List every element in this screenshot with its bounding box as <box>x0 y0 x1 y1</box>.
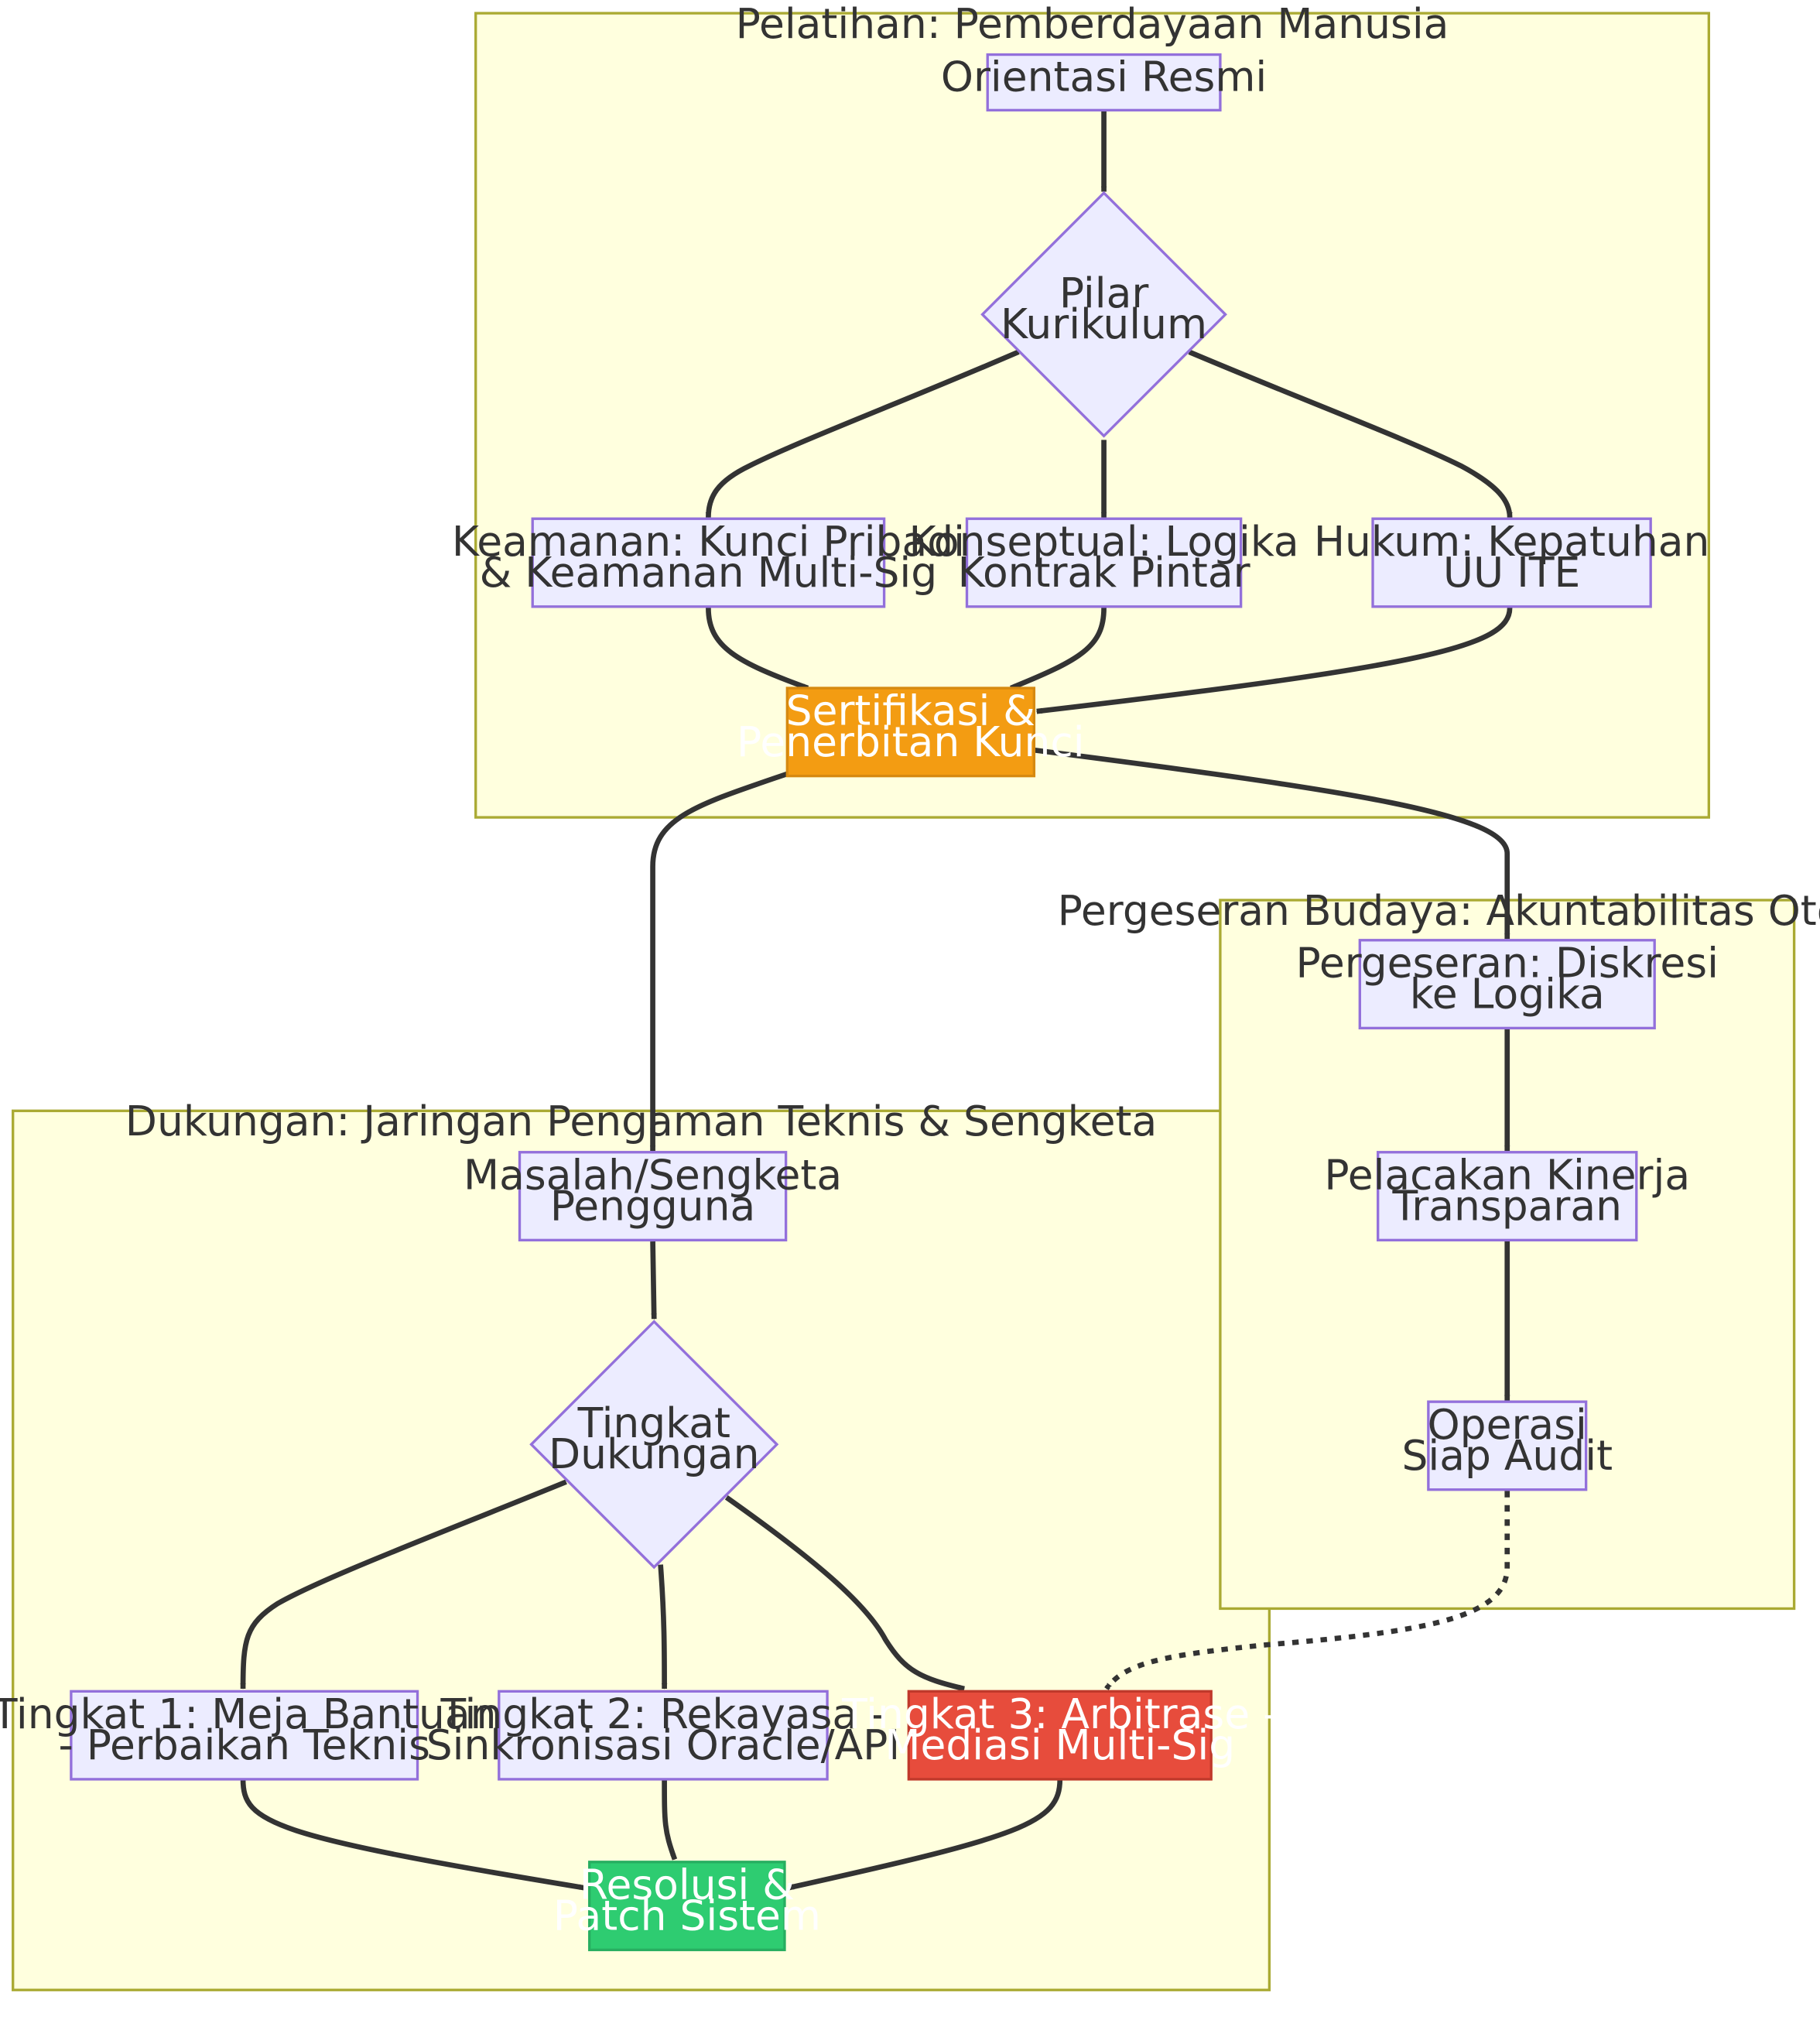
edge-curriculum-security <box>705 349 1020 519</box>
node-tier2-label-line-1: Tingkat 2: Rekayasa - <box>440 1690 885 1738</box>
node-tier3-box <box>907 1690 1213 1781</box>
node-resolution-box <box>588 1861 786 1952</box>
node-tracking-label-line-2: Transparan <box>1392 1181 1622 1230</box>
cluster-support-label: Dukungan: Jaringan Pengaman Teknis & Sen… <box>125 1097 1157 1145</box>
node-curriculum-decision-label-line-2: Kurikulum <box>1001 300 1207 348</box>
node-orientation-box <box>986 53 1222 112</box>
node-tracking-box <box>1377 1151 1638 1242</box>
node-tier3: Tingkat 3: Arbitrase -Mediasi Multi-Sig <box>841 1690 1278 1781</box>
edges <box>240 111 1513 1891</box>
node-certification: Sertifikasi &Penerbitan Kunci <box>737 686 1085 778</box>
node-conceptual-label-line-2: Kontrak Pintar <box>958 548 1250 597</box>
node-legal-label-line-2: UU ITE <box>1443 548 1580 597</box>
node-security-label-line-1: Keamanan: Kunci Pribadi <box>452 517 965 566</box>
node-orientation: Orientasi Resmi <box>941 52 1267 112</box>
edge-legal-certification <box>1035 608 1513 714</box>
node-conceptual-label-line-1: Konseptual: Logika <box>909 517 1299 566</box>
cluster-training-label: Pelatihan: Pemberdayaan Manusia <box>736 0 1449 48</box>
node-tier1-label-line-1: Tingkat 1: Meja Bantuan <box>0 1690 497 1738</box>
node-tier3-label-line-2: Mediasi Multi-Sig <box>884 1720 1235 1769</box>
node-shift-label-line-2: ke Logika <box>1410 969 1605 1018</box>
edge-support-level-tier3 <box>724 1495 965 1692</box>
node-tier1-box <box>70 1690 419 1781</box>
node-tier1-label-line-2: - Perbaikan Teknis <box>58 1720 430 1769</box>
edge-tier2-resolution <box>662 1779 678 1861</box>
node-support-level-decision-diamond <box>529 1320 779 1570</box>
edge-security-certification <box>706 608 809 691</box>
node-tier2: Tingkat 2: Rekayasa -Sinkronisasi Oracle… <box>426 1690 900 1781</box>
edge-issue-support-level <box>650 1241 657 1320</box>
node-issue-label-line-1: Masalah/Sengketa <box>464 1150 842 1199</box>
node-support-level-decision-label-line-1: Tingkat <box>577 1399 730 1447</box>
edge-support-level-tier1 <box>240 1479 567 1690</box>
edge-support-level-tier2 <box>658 1564 668 1690</box>
node-support-level-decision-label-line-2: Dukungan <box>549 1429 760 1478</box>
node-issue-label-line-2: Pengguna <box>550 1181 755 1230</box>
node-security-label-line-2: & Keamanan Multi-Sig <box>480 548 938 597</box>
edge-curriculum-legal <box>1188 349 1513 519</box>
node-shift-label-line-1: Pergeseran: Diskresi <box>1296 938 1719 987</box>
edge-certification-shift <box>1033 747 1510 940</box>
node-certification-box <box>785 686 1036 778</box>
node-tier1: Tingkat 1: Meja Bantuan- Perbaikan Tekni… <box>0 1690 497 1781</box>
node-security: Keamanan: Kunci Pribadi& Keamanan Multi-… <box>452 517 965 608</box>
node-tier2-box <box>498 1690 829 1781</box>
node-issue-box <box>518 1151 788 1242</box>
node-conceptual-box <box>965 517 1243 608</box>
node-certification-label-line-2: Penerbitan Kunci <box>737 717 1085 766</box>
edge-tier3-resolution <box>788 1779 1063 1891</box>
node-security-box <box>531 517 886 608</box>
node-tier3-label-line-1: Tingkat 3: Arbitrase - <box>841 1690 1278 1738</box>
edge-certification-issue <box>649 771 790 1152</box>
node-shift-box <box>1358 939 1656 1030</box>
node-curriculum-decision-diamond <box>980 190 1227 438</box>
node-certification-label-line-1: Sertifikasi & <box>786 686 1035 735</box>
node-tier2-label-line-2: Sinkronisasi Oracle/API <box>426 1720 900 1769</box>
node-legal-box <box>1371 517 1652 608</box>
node-audit-label-line-2: Siap Audit <box>1401 1431 1613 1480</box>
node-tracking-label-line-1: Pelacakan Kinerja <box>1324 1150 1690 1199</box>
node-audit-box <box>1427 1400 1588 1491</box>
node-resolution: Resolusi &Patch Sistem <box>553 1860 821 1952</box>
cluster-culture-label: Pergeseran Budaya: Akuntabilitas Otomati… <box>1058 886 1820 935</box>
edge-tier1-resolution <box>240 1779 585 1891</box>
node-audit-label-line-1: Operasi <box>1428 1400 1587 1449</box>
edge-conceptual-certification <box>1010 608 1107 691</box>
node-curriculum-decision-label-line-1: Pilar <box>1059 269 1148 317</box>
node-legal-label-line-1: Hukum: Kepatuhan <box>1314 517 1710 566</box>
node-resolution-label-line-1: Resolusi & <box>580 1860 795 1909</box>
node-orientation-label-line-1: Orientasi Resmi <box>941 52 1267 101</box>
node-resolution-label-line-2: Patch Sistem <box>553 1892 821 1940</box>
